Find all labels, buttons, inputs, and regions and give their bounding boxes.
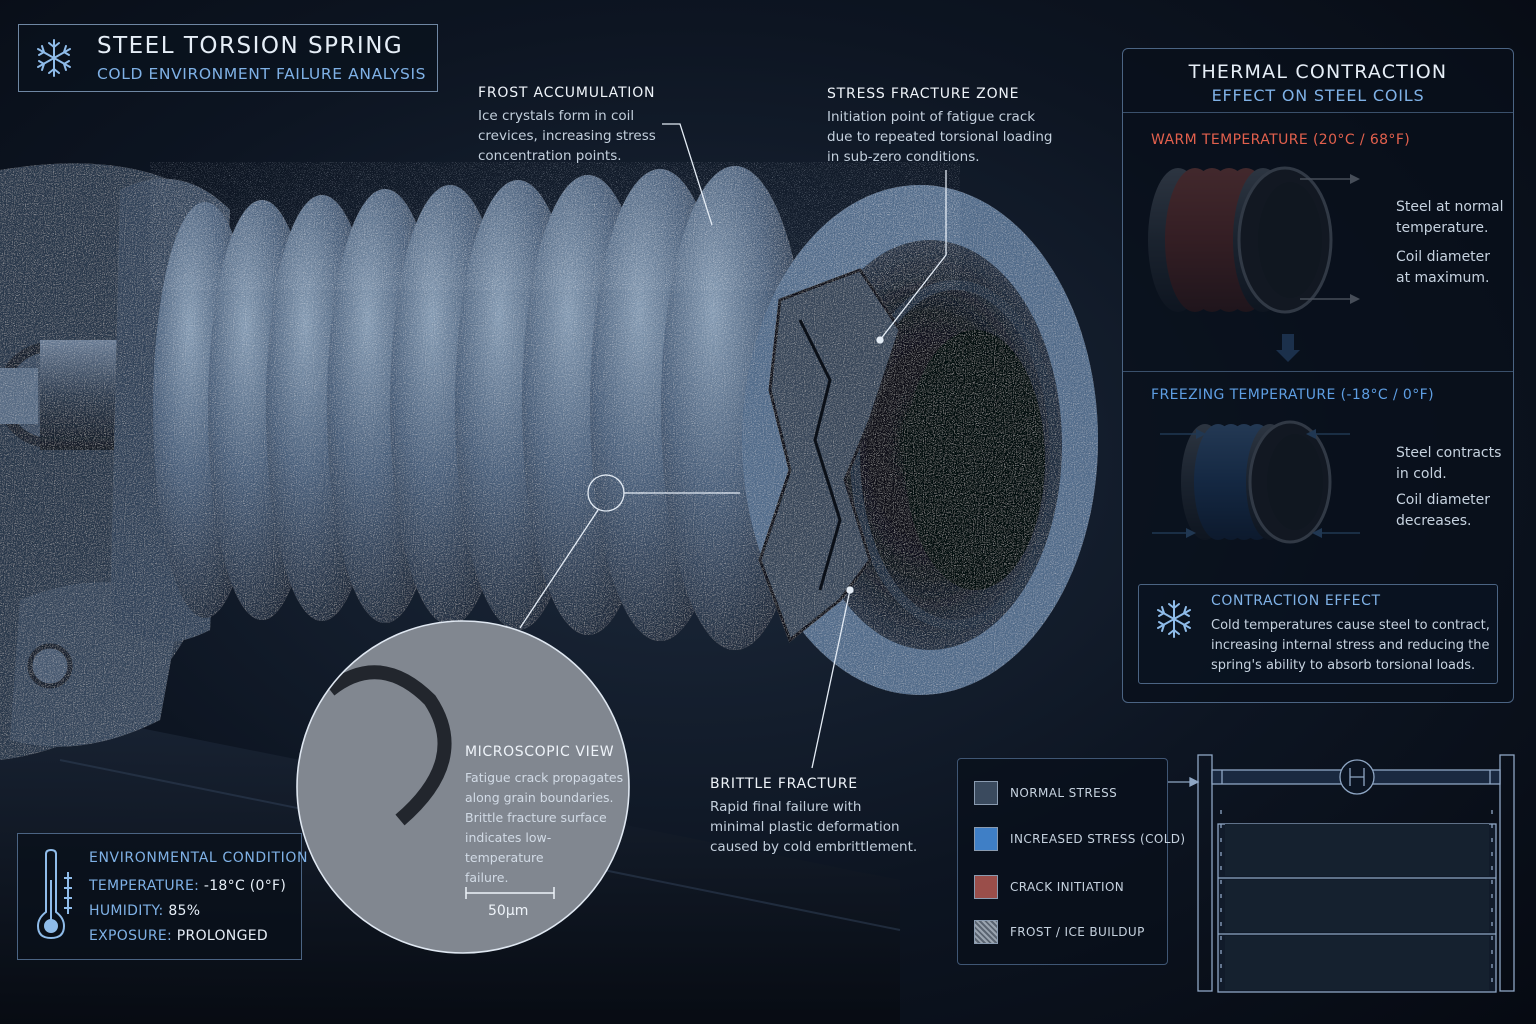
microscopic-body: Fatigue crack propagates along grain bou… (465, 768, 625, 888)
row-key: EXPOSURE: (89, 928, 173, 944)
row-key: HUMIDITY: (89, 903, 164, 919)
legend-item: INCREASED STRESS (COLD) (974, 827, 1185, 851)
stress-line: due to repeated torsional loading (827, 129, 1053, 145)
divider (1123, 112, 1513, 113)
legend-label: FROST / ICE BUILDUP (1010, 925, 1145, 939)
stress-callout: STRESS FRACTURE ZONE Initiation point of… (827, 86, 1067, 167)
title-box: STEEL TORSION SPRING COLD ENVIRONMENT FA… (18, 24, 438, 92)
warm-note-line: Steel at normal (1396, 199, 1504, 215)
legend-swatch (974, 920, 998, 944)
brittle-heading: BRITTLE FRACTURE (710, 776, 858, 792)
contraction-effect-title: CONTRACTION EFFECT (1211, 593, 1381, 609)
scale-bar-label: 50µm (488, 903, 529, 919)
legend-label: CRACK INITIATION (1010, 880, 1125, 894)
legend-swatch (974, 781, 998, 805)
frost-line: crevices, increasing stress (478, 128, 656, 144)
stress-line: Initiation point of fatigue crack (827, 109, 1036, 125)
warm-note-line: at maximum. (1396, 270, 1490, 286)
legend-swatch (974, 875, 998, 899)
freezing-temperature-label: FREEZING TEMPERATURE (-18°C / 0°F) (1151, 387, 1434, 403)
thermal-panel: THERMAL CONTRACTION EFFECT ON STEEL COIL… (1122, 48, 1514, 703)
legend-label: NORMAL STRESS (1010, 786, 1118, 800)
legend: NORMAL STRESS INCREASED STRESS (COLD) CR… (957, 758, 1185, 965)
effect-line: increasing internal stress and reducing … (1211, 638, 1490, 653)
legend-item: CRACK INITIATION (974, 875, 1164, 899)
frost-heading: FROST ACCUMULATION (478, 85, 656, 101)
microscopic-line: indicates low-temperature (465, 830, 552, 865)
snowflake-icon (37, 39, 71, 77)
row-key: TEMPERATURE: (89, 878, 200, 894)
warm-note-line: temperature. (1396, 220, 1489, 236)
warm-note: Steel at normal temperature. (1396, 197, 1504, 239)
thermometer-icon (36, 848, 72, 940)
cold-note-line: in cold. (1396, 466, 1447, 482)
legend-item: FROST / ICE BUILDUP (974, 920, 1164, 944)
stress-line: in sub-zero conditions. (827, 149, 980, 165)
frost-layer (150, 162, 960, 290)
leader-lines (519, 123, 947, 769)
contraction-effect-body: Cold temperatures cause steel to contrac… (1211, 616, 1493, 676)
brittle-line: caused by cold embrittlement. (710, 839, 918, 855)
warm-temperature-label: WARM TEMPERATURE (20°C / 68°F) (1151, 132, 1411, 148)
warm-note-line: Coil diameter (1396, 249, 1491, 265)
brittle-line: minimal plastic deformation (710, 819, 900, 835)
cold-note-line: Coil diameter (1396, 492, 1491, 508)
microscopic-heading: MICROSCOPIC VIEW (465, 744, 615, 760)
environment-row-humidity: HUMIDITY: 85% (89, 903, 200, 919)
microscopic-view (296, 620, 630, 954)
legend-item: NORMAL STRESS (974, 781, 1164, 805)
cold-note-line: decreases. (1396, 513, 1472, 529)
environmental-condition-box: ENVIRONMENTAL CONDITION TEMPERATURE: -18… (17, 833, 307, 960)
legend-label: INCREASED STRESS (COLD) (1010, 832, 1186, 846)
divider (1123, 371, 1513, 372)
microscopic-line: Brittle fracture surface (465, 810, 607, 825)
frost-line: concentration points. (478, 148, 622, 164)
page-subtitle: COLD ENVIRONMENT FAILURE ANALYSIS (97, 65, 427, 83)
warm-note: Coil diameter at maximum. (1396, 247, 1490, 289)
microscopic-line: Fatigue crack propagates (465, 770, 624, 785)
page-title: STEEL TORSION SPRING (97, 33, 404, 59)
microscopic-line: failure. (465, 870, 509, 885)
effect-line: Cold temperatures cause steel to contrac… (1211, 618, 1490, 633)
garage-door-schematic (1168, 754, 1515, 993)
fracture-zone (758, 268, 902, 643)
cold-note: Steel contracts in cold. (1396, 443, 1501, 485)
row-value: 85% (168, 903, 201, 919)
stress-heading: STRESS FRACTURE ZONE (827, 86, 1020, 102)
snowflake-icon (1157, 600, 1191, 638)
effect-line: spring's ability to absorb torsional loa… (1211, 658, 1476, 673)
cold-note: Coil diameter decreases. (1396, 490, 1490, 532)
contraction-effect-box: CONTRACTION EFFECT Cold temperatures cau… (1138, 584, 1498, 684)
brittle-callout: BRITTLE FRACTURE Rapid final failure wit… (710, 776, 930, 857)
environment-row-temperature: TEMPERATURE: -18°C (0°F) (89, 878, 286, 894)
cold-note-line: Steel contracts (1396, 445, 1502, 461)
microscopic-line: along grain boundaries. (465, 790, 614, 805)
row-value: -18°C (0°F) (203, 878, 287, 894)
frost-callout: FROST ACCUMULATION Ice crystals form in … (478, 85, 678, 166)
thermal-title: THERMAL CONTRACTION (1188, 61, 1448, 83)
row-value: PROLONGED (176, 928, 268, 944)
legend-swatch (974, 827, 998, 851)
frost-line: Ice crystals form in coil (478, 108, 635, 124)
environmental-title: ENVIRONMENTAL CONDITION (89, 850, 309, 866)
thermal-subtitle: EFFECT ON STEEL COILS (1211, 86, 1425, 105)
environment-row-exposure: EXPOSURE: PROLONGED (89, 928, 268, 944)
brittle-line: Rapid final failure with (710, 799, 862, 815)
